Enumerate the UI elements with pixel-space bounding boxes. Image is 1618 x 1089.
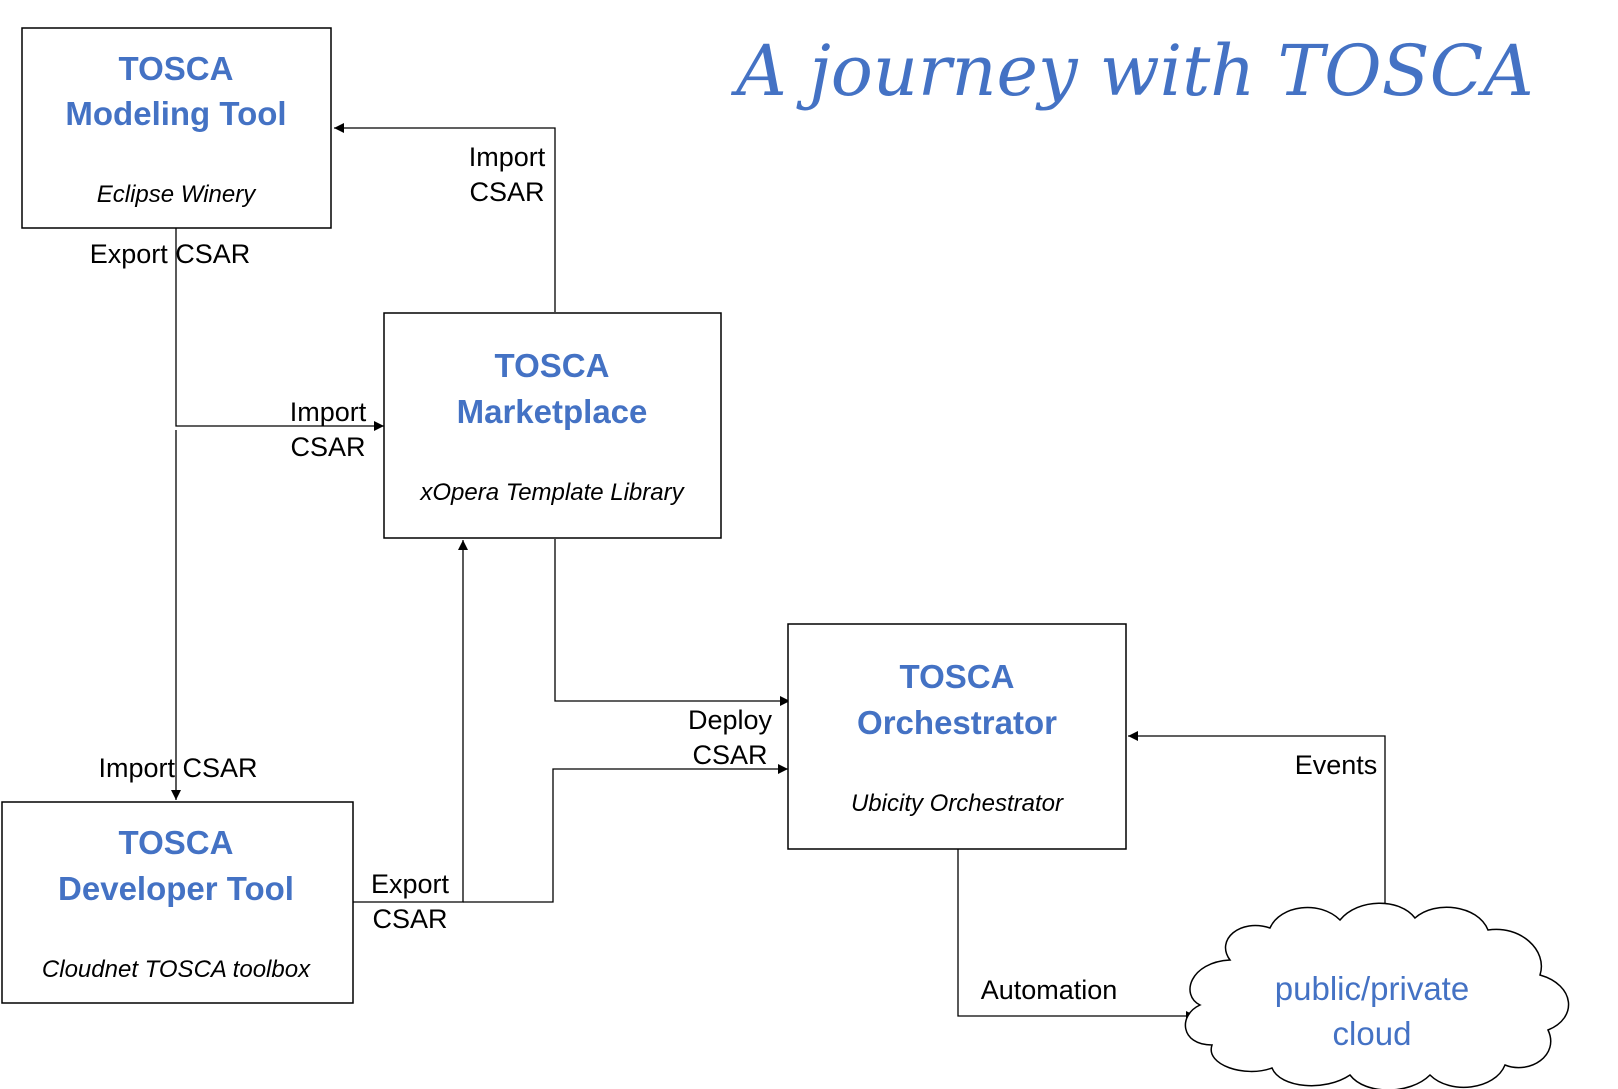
modeling-tool-line2: Modeling Tool [65,95,286,132]
label-export-csar-developer-1: Export [371,869,450,899]
label-import-csar-marketplace-1: Import [290,397,367,427]
developer-tool-line1: TOSCA [119,824,234,861]
label-export-csar-modeling: Export CSAR [90,239,251,269]
label-import-csar-marketplace-2: CSAR [290,432,365,462]
connector-modeling-to-marketplace [175,228,384,431]
modeling-tool-sub: Eclipse Winery [97,181,257,208]
orchestrator-line2: Orchestrator [857,704,1057,741]
label-import-csar-developer: Import CSAR [98,753,257,783]
connector-developer-to-orchestrator [463,764,788,903]
connector-developer-to-marketplace [353,540,468,903]
developer-tool-line2: Developer Tool [58,870,294,907]
cloud-outline [1184,902,1570,1089]
connectors [171,123,1386,1021]
cloud-label-line1: public/private [1275,970,1469,1007]
flow-labels: Import CSAR Export CSAR Import CSAR Impo… [90,142,1378,1005]
connector-cloud-to-orchestrator [1128,731,1386,920]
label-import-csar-top-2: CSAR [469,177,544,207]
developer-tool-sub: Cloudnet TOSCA toolbox [42,956,311,983]
marketplace-line1: TOSCA [495,347,610,384]
connector-marketplace-to-orchestrator [554,539,790,706]
cloud-shape: public/private cloud [1184,902,1570,1089]
modeling-tool-line1: TOSCA [119,50,234,87]
label-import-csar-top-1: Import [469,142,546,172]
marketplace-box: TOSCA Marketplace xOpera Template Librar… [383,312,722,539]
label-deploy-csar-2: CSAR [692,740,767,770]
orchestrator-sub: Ubicity Orchestrator [851,790,1064,817]
developer-tool-box: TOSCA Developer Tool Cloudnet TOSCA tool… [1,801,354,1004]
orchestrator-line1: TOSCA [900,658,1015,695]
orchestrator-box: TOSCA Orchestrator Ubicity Orchestrator [787,623,1127,850]
label-deploy-csar-1: Deploy [688,705,773,735]
label-export-csar-developer-2: CSAR [372,904,447,934]
marketplace-sub: xOpera Template Library [419,479,685,506]
connector-marketplace-to-modeling [334,123,556,312]
label-events: Events [1295,750,1378,780]
modeling-tool-box: TOSCA Modeling Tool Eclipse Winery [21,27,332,229]
connector-orchestrator-to-cloud [957,849,1196,1021]
label-automation: Automation [981,975,1118,1005]
diagram-title: A journey with TOSCA [730,30,1533,112]
cloud-label-line2: cloud [1333,1015,1412,1052]
marketplace-line2: Marketplace [457,393,648,430]
